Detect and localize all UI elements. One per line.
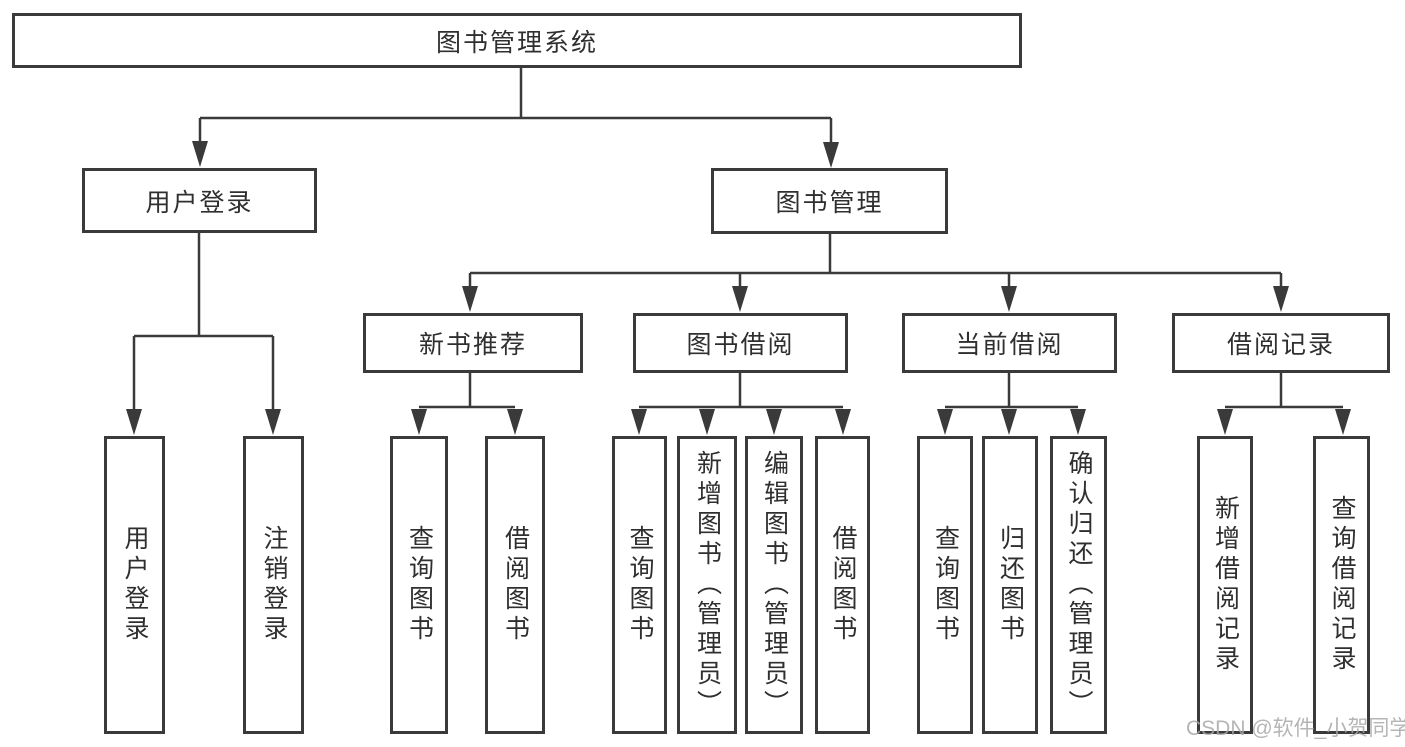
leaf-borrow-books-1: 借阅图书 — [485, 436, 545, 734]
leaf-label: 查询图书 — [931, 525, 960, 645]
leaf-logout: 注销登录 — [243, 436, 304, 734]
node-label: 当前借阅 — [955, 331, 1064, 359]
node-borrow-records: 借阅记录 — [1172, 313, 1390, 373]
node-user-login: 用户登录 — [82, 168, 317, 233]
leaf-label: 注销登录 — [260, 525, 288, 645]
node-label: 用户登录 — [145, 188, 254, 217]
leaf-borrow-books-2: 借阅图书 — [815, 436, 870, 734]
leaf-add-borrow-record: 新增借阅记录 — [1197, 436, 1253, 734]
leaf-label: 新增借阅记录 — [1211, 495, 1240, 675]
watermark-text: CSDN @软件_小贺同学 — [1186, 717, 1405, 740]
leaf-label: 查询借阅记录 — [1328, 495, 1356, 675]
leaf-label: 查询图书 — [626, 525, 654, 645]
node-label: 图书管理系统 — [435, 28, 598, 57]
leaf-query-books-1: 查询图书 — [390, 436, 448, 734]
node-current-borrow: 当前借阅 — [902, 313, 1117, 373]
leaf-confirm-return-admin: 确认归还（管理员） — [1050, 436, 1107, 734]
leaf-label: 查询图书 — [405, 525, 434, 645]
leaf-return-book: 归还图书 — [982, 436, 1038, 734]
leaf-label: 新增图书（管理员） — [693, 450, 722, 720]
leaf-user-login: 用户登录 — [104, 436, 165, 734]
leaf-add-book-admin: 新增图书（管理员） — [677, 436, 737, 734]
leaf-edit-book-admin: 编辑图书（管理员） — [745, 436, 803, 734]
node-library-management-system: 图书管理系统 — [12, 13, 1022, 68]
leaf-query-borrow-record: 查询借阅记录 — [1313, 436, 1370, 734]
leaf-label: 编辑图书（管理员） — [760, 450, 789, 720]
node-label: 图书管理 — [775, 189, 884, 217]
leaf-label: 归还图书 — [996, 525, 1025, 645]
node-book-management: 图书管理 — [711, 168, 948, 234]
leaf-query-books-3: 查询图书 — [917, 436, 973, 734]
node-label: 图书借阅 — [686, 331, 795, 359]
leaf-label: 借阅图书 — [501, 525, 530, 645]
node-new-book-recommend: 新书推荐 — [363, 313, 583, 373]
leaf-query-books-2: 查询图书 — [612, 436, 667, 734]
node-label: 借阅记录 — [1226, 331, 1335, 359]
node-book-borrow: 图书借阅 — [633, 313, 848, 373]
leaf-label: 确认归还（管理员） — [1065, 450, 1093, 720]
leaf-label: 借阅图书 — [829, 525, 857, 645]
node-label: 新书推荐 — [418, 331, 527, 359]
leaf-label: 用户登录 — [121, 525, 149, 645]
